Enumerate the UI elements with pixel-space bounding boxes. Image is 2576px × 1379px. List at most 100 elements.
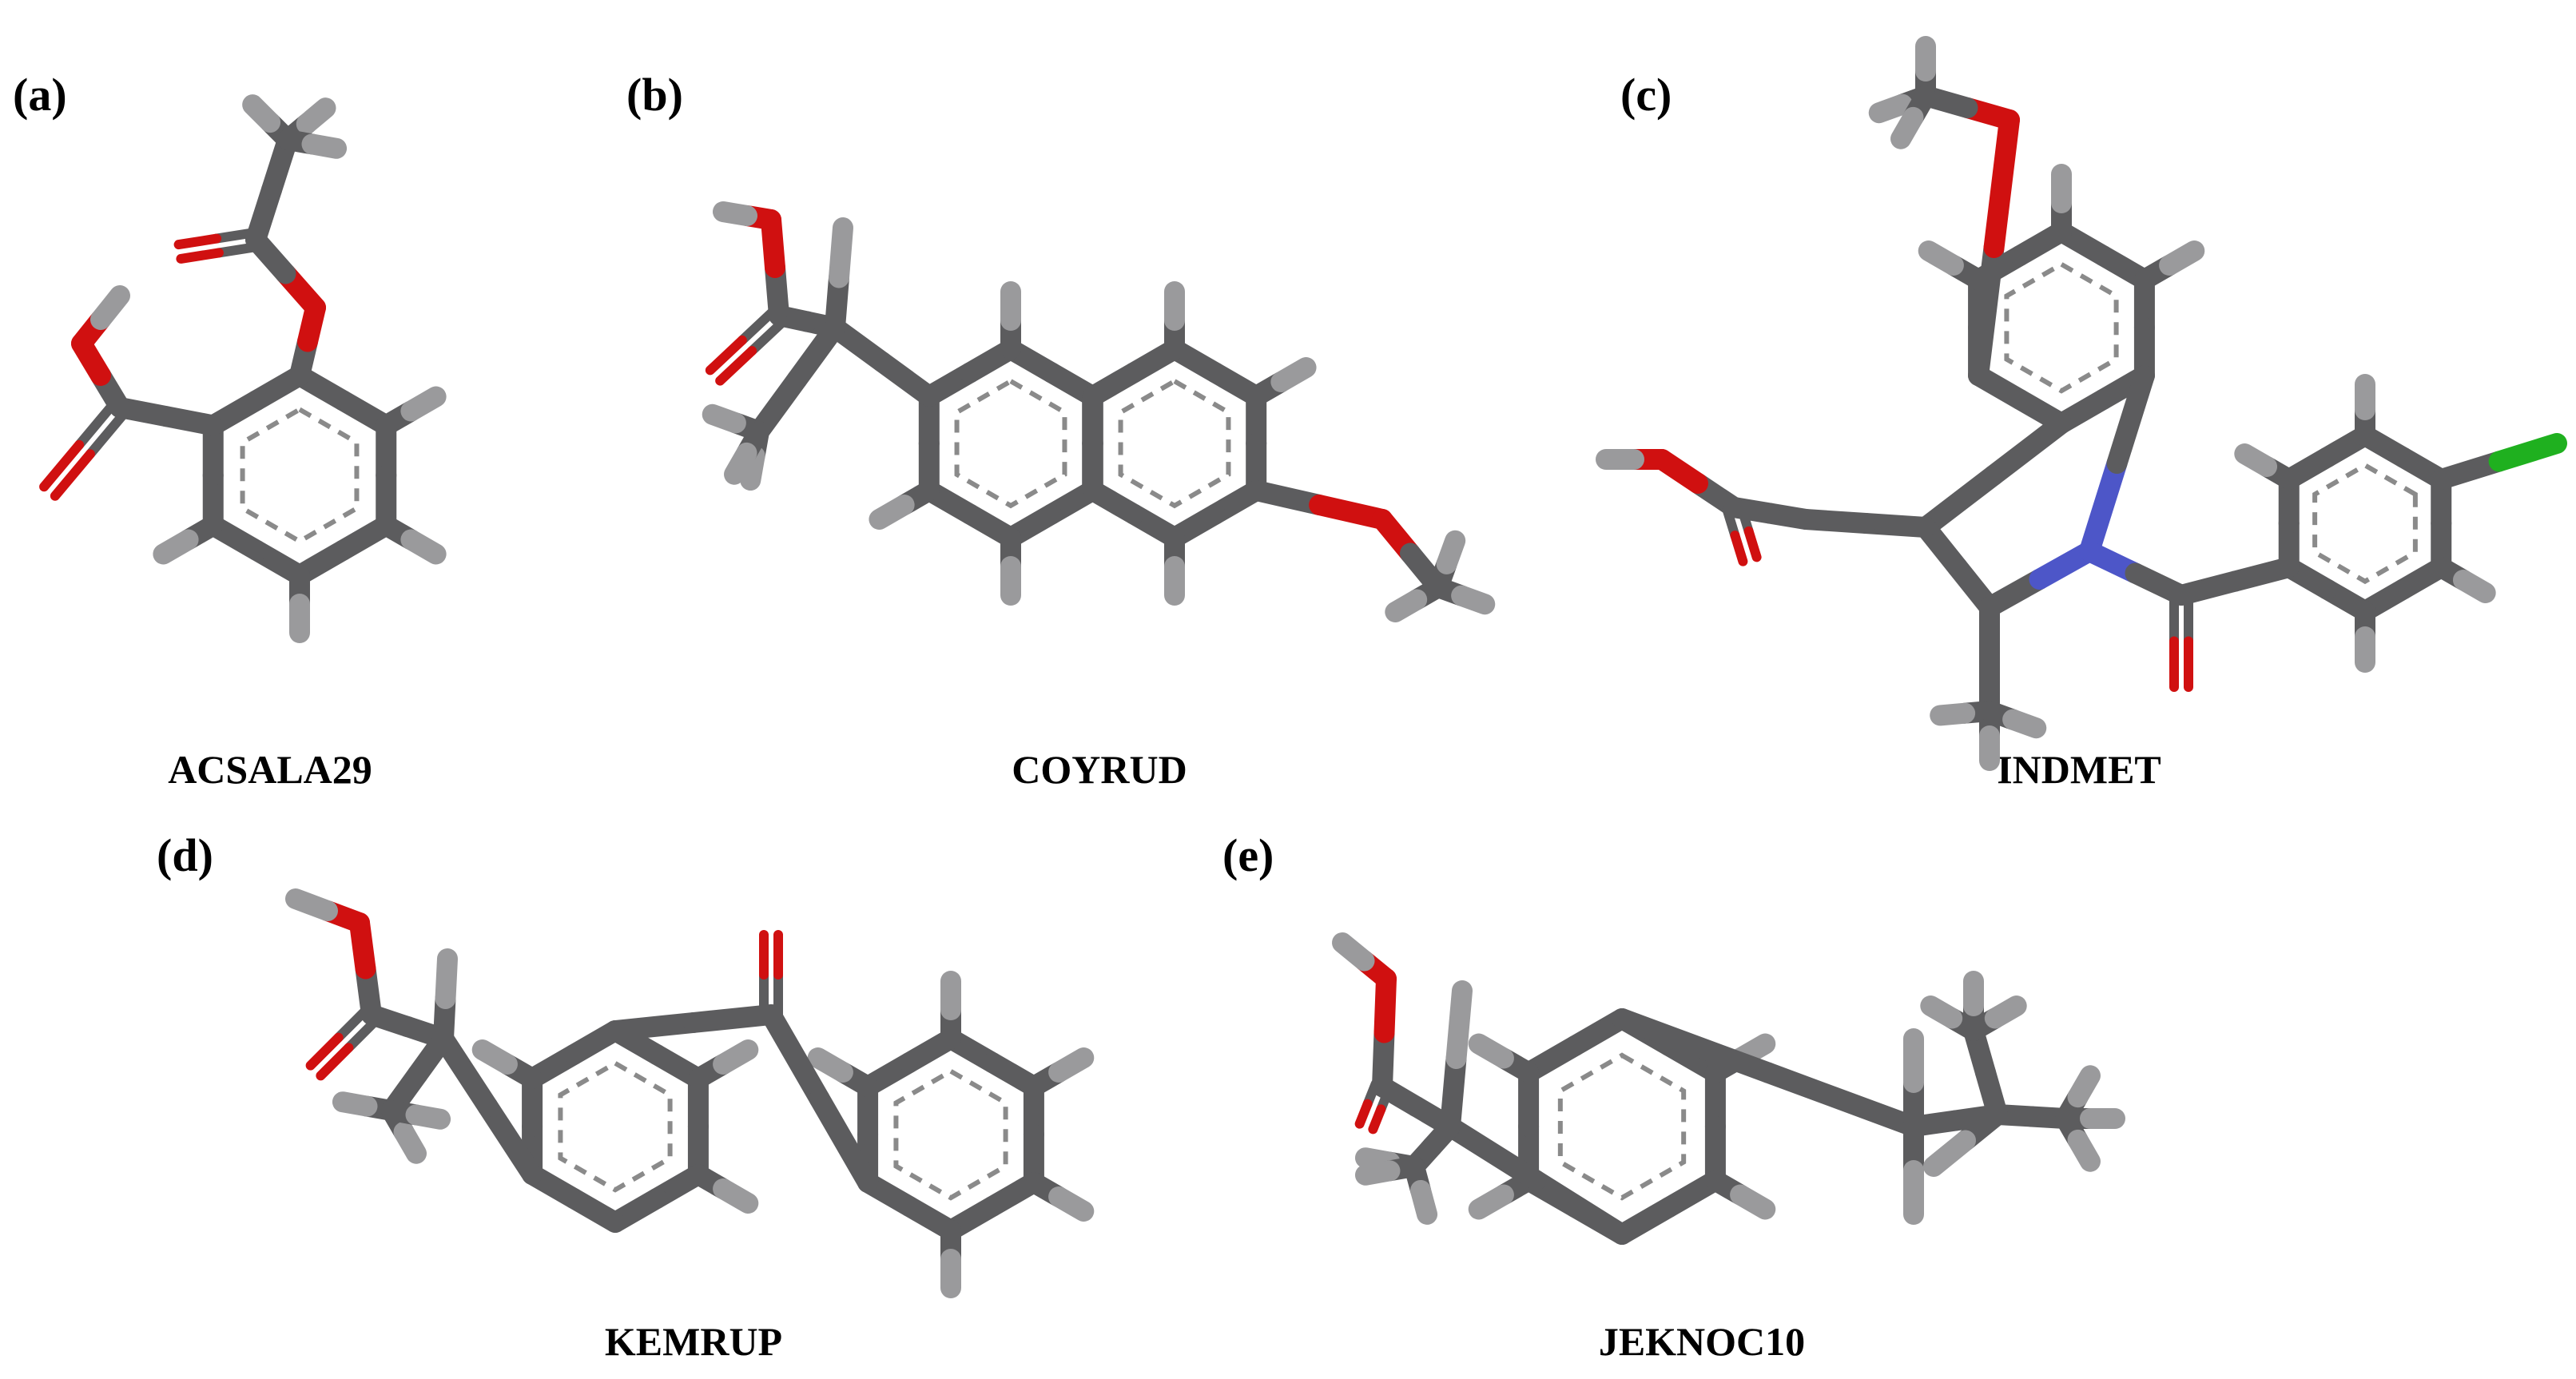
bond-stick (737, 305, 779, 345)
aromatic-ring-dashes (2312, 462, 2418, 585)
bond-stick (724, 442, 757, 485)
bond-stick (74, 398, 120, 450)
bond-stick (2067, 1065, 2101, 1108)
panel-label-c: (c) (1620, 69, 1672, 121)
molecule-name-e: JEKNOC10 (1598, 1319, 1806, 1364)
bond-stick (471, 1039, 518, 1075)
bond-stick (301, 133, 348, 159)
bond-stick (1923, 1130, 1976, 1177)
bond-stick (1968, 237, 2005, 386)
bond-stick (405, 1104, 451, 1130)
bond-stick (761, 1004, 830, 1109)
bond-stick (807, 1047, 853, 1083)
bond-stick (344, 1015, 382, 1053)
bond-stick (2002, 709, 2047, 739)
bond-stick (1915, 465, 2004, 538)
bond-stick (1451, 585, 1496, 615)
aromatic-ring-dashes (1118, 378, 1231, 509)
bond-stick (1445, 980, 1473, 1069)
bond-stick (705, 335, 747, 376)
bond-stick (702, 403, 746, 434)
bond-stick (1385, 589, 1428, 622)
bond-stick (1984, 996, 2027, 1029)
bond-stick (713, 1178, 759, 1214)
bond-stick (869, 495, 915, 530)
molecule-c-structure (1596, 36, 2567, 771)
aromatic-ring-dashes (558, 1060, 673, 1193)
bond-stick (2224, 557, 2300, 592)
aromatic-ring-dashes (240, 407, 360, 544)
bond-stick (435, 948, 458, 1009)
aromatic-ring-dashes (893, 1068, 1008, 1201)
bond-stick (1930, 702, 1976, 726)
bond-stick (749, 369, 808, 442)
bond-stick (1983, 109, 2020, 258)
bond-stick (1757, 1062, 1924, 1137)
molecule-name-a: ACSALA29 (168, 747, 372, 792)
bond-stick (1468, 1033, 1514, 1069)
bond-stick (2488, 433, 2567, 472)
bond-stick (1730, 531, 1748, 566)
bond-stick (285, 888, 338, 921)
bond-stick (1612, 1008, 1779, 1083)
bond-stick (1440, 1116, 1547, 1191)
molecule-a-structure (39, 94, 447, 643)
bond-stick (433, 1028, 499, 1117)
molecule-e-structure (1332, 932, 2125, 1245)
bond-stick (90, 285, 130, 330)
bond-stick (1368, 1104, 1386, 1135)
bond-stick (1354, 1099, 1373, 1129)
bond-stick (50, 449, 95, 501)
panel-label-b: (b) (626, 69, 683, 121)
bond-stick (1440, 1048, 1467, 1137)
bond-stick (2159, 240, 2205, 276)
panel-label-e: (e) (1222, 829, 1274, 881)
bond-stick (1525, 1170, 1632, 1245)
bond-stick (333, 1004, 372, 1043)
bond-stick (1920, 996, 1963, 1029)
bond-stick (153, 529, 199, 565)
bond-stick (1890, 106, 1924, 149)
bond-stick (829, 217, 853, 288)
molecule-name-c: INDMET (1997, 747, 2161, 792)
bond-stick (1983, 413, 2072, 486)
bond-stick (1468, 1184, 1514, 1220)
panel-label-d: (d) (157, 829, 213, 881)
bond-stick (747, 316, 789, 356)
bond-stick (786, 317, 845, 390)
bond-stick (173, 233, 222, 250)
panel-label-a: (a) (13, 69, 67, 121)
bond-stick (242, 94, 281, 133)
bond-stick (2079, 453, 2128, 562)
bond-stick (316, 1043, 354, 1081)
molecule-b-structure (702, 201, 1496, 622)
bond-stick (1868, 93, 1913, 124)
bond-stick (400, 386, 447, 422)
bond-stick (682, 1004, 781, 1033)
bond-stick (715, 346, 757, 386)
bond-stick (1270, 357, 1317, 392)
aromatic-ring-dashes (954, 378, 1067, 509)
bond-stick (2452, 570, 2496, 603)
bond-stick (809, 1088, 879, 1193)
bond-stick (85, 407, 130, 459)
bond-stick (1332, 932, 1375, 972)
bond-stick (1743, 526, 1762, 562)
bond-stick (1918, 240, 1964, 276)
bond-stick (1410, 1179, 1438, 1225)
molecule-name-b: COYRUD (1012, 747, 1187, 792)
bond-stick (305, 1032, 344, 1071)
bond-stick (1246, 480, 1330, 515)
bond-stick (477, 1096, 543, 1185)
aromatic-ring-dashes (1557, 1052, 1687, 1201)
bond-stick (1436, 530, 1466, 574)
bond-stick (1309, 495, 1393, 530)
bond-stick (713, 1039, 759, 1075)
molecule-name-d: KEMRUP (604, 1319, 783, 1364)
aromatic-ring-dashes (2004, 261, 2119, 394)
bond-stick (2234, 443, 2278, 477)
bond-stick (296, 97, 336, 135)
bond-stick (605, 1012, 704, 1041)
bond-stick (713, 201, 757, 226)
